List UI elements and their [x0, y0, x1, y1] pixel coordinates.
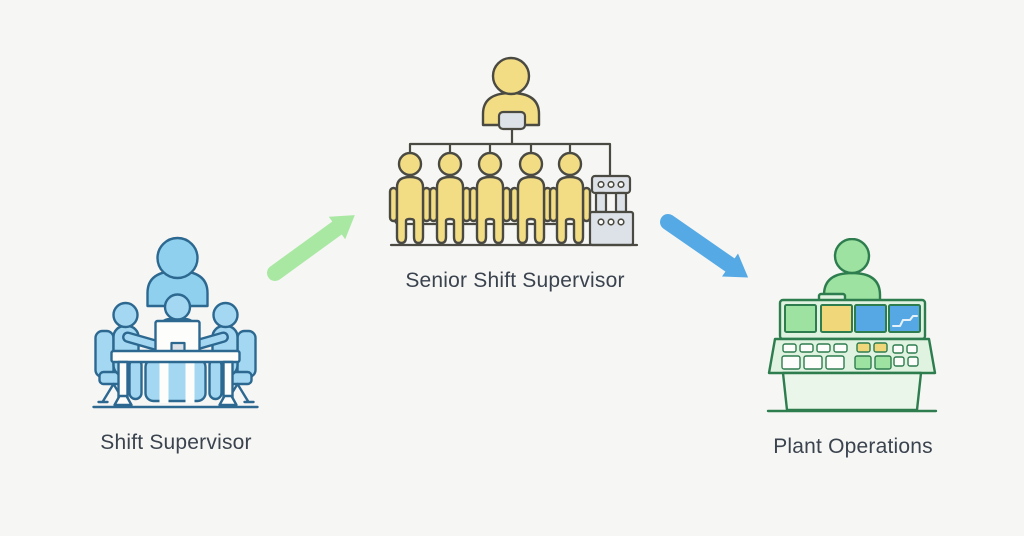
node-plant-operations: Plant Operations [762, 238, 942, 458]
node-shift-supervisor: Shift Supervisor [83, 233, 268, 454]
senior-supervisor-figure [481, 56, 541, 131]
node-label-shift-supervisor: Shift Supervisor [100, 431, 252, 454]
team-figure-2 [428, 151, 472, 245]
legs-under-table [128, 357, 223, 403]
arrow-up-right-icon [267, 215, 355, 281]
console-base [781, 371, 923, 412]
node-label-senior-shift-supervisor: Senior Shift Supervisor [405, 269, 625, 292]
operator-figure [822, 238, 882, 304]
org-chart-lines [408, 127, 612, 178]
arrow-down-right-icon [660, 214, 749, 278]
node-label-plant-operations: Plant Operations [773, 435, 933, 458]
supervisor-figure [146, 236, 209, 308]
team-figure-5 [548, 151, 592, 245]
control-equipment-icon [588, 174, 635, 247]
team-meeting-icon [92, 236, 259, 409]
team-figure-4 [509, 151, 553, 245]
control-console-icon [766, 238, 938, 413]
monitor-icon [154, 319, 201, 354]
trend-graph-icon [892, 315, 918, 327]
team-figure-1 [388, 151, 432, 245]
meeting-table [110, 349, 241, 407]
team-figure-3 [468, 151, 512, 245]
console-button-panel [767, 337, 937, 375]
org-chart-team-icon [388, 56, 639, 247]
console-screen-panel [778, 292, 927, 341]
node-senior-shift-supervisor: Senior Shift Supervisor [385, 52, 645, 292]
